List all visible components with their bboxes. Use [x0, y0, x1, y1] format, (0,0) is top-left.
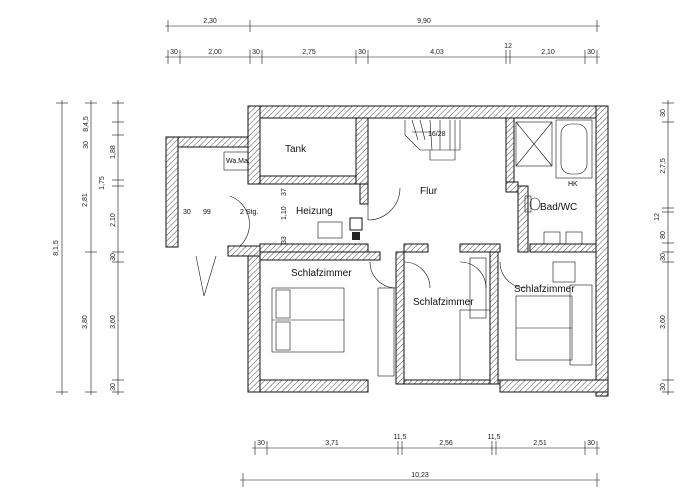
entry-dim: 99	[203, 209, 211, 216]
left-inner-dim: 1,75	[99, 176, 106, 190]
heating-unit	[352, 232, 360, 240]
top-row-dim: 30	[252, 49, 260, 56]
room-label-heizung: Heizung	[296, 206, 333, 217]
left-inner-dim: 1,88	[110, 145, 117, 159]
left-mid-dim: 2,81	[82, 193, 89, 207]
bottom-row-dim: 30	[587, 440, 595, 447]
washing-machine	[223, 151, 249, 171]
left-inner-dim: 2,10	[110, 213, 117, 227]
washbasins	[543, 231, 583, 245]
room-label-flur: Flur	[420, 186, 438, 197]
radiator-label: HK	[568, 181, 578, 188]
top-row-dim: 2,75	[302, 49, 316, 56]
boiler	[317, 221, 343, 239]
room-label-tank: Tank	[285, 144, 307, 155]
left-mid-dim: 3,80	[82, 315, 89, 329]
wardrobes	[377, 257, 593, 381]
heat-dim: 37	[281, 188, 288, 196]
bottom-row-dim: 11,5	[487, 434, 500, 441]
toilet	[524, 195, 541, 213]
right-dimension-lines: 30 2,7,5 12 80 30 3,60 30	[654, 100, 674, 395]
left-inner-dim: 30	[83, 141, 90, 149]
heat-dim: 33	[281, 236, 288, 244]
top-row-dim: 12	[504, 43, 512, 50]
bottom-dimension-lines: 30 3,71 11,5 2,56 11,5 2,51 30 10,23	[240, 434, 600, 487]
top-dim-2: 9,90	[417, 18, 431, 25]
bottom-row-dim: 30	[257, 440, 265, 447]
left-inner-dim: 30	[110, 383, 117, 391]
top-row-dim: 2,00	[208, 49, 222, 56]
top-row-dim: 30	[358, 49, 366, 56]
left-inner-dim: 3,60	[110, 315, 117, 329]
right-dim: 12	[654, 213, 661, 221]
room-label-schlafzimmer-2: Schlafzimmer	[413, 297, 474, 308]
left-outer-dim: 8,1,5	[53, 240, 60, 256]
bottom-total-dim: 10,23	[411, 472, 429, 479]
room-label-schlafzimmer-3: Schlafzimmer	[514, 284, 575, 295]
steps-label: 2 Stg.	[240, 209, 258, 216]
top-row-dim: 30	[170, 49, 178, 56]
left-inner-dim: 30	[110, 253, 117, 261]
right-dim: 2,7,5	[660, 158, 667, 174]
top-row-dim: 30	[587, 49, 595, 56]
bottom-row-dim: 3,71	[325, 440, 339, 447]
bathtub	[555, 119, 593, 179]
top-dim-1: 2,30	[203, 18, 217, 25]
washer-label: Wa.Ma.	[226, 158, 250, 165]
right-dim: 30	[660, 253, 667, 261]
left-dimension-lines: 8,1,5 2,81 3,80 8,4,5 30 1,88 1,75 2,10 …	[53, 100, 124, 395]
right-dim: 30	[660, 383, 667, 391]
heat-dim: 1,10	[281, 206, 288, 220]
entry-dim: 30	[183, 209, 191, 216]
bottom-row-dim: 11,5	[393, 434, 406, 441]
top-row-dim: 4,03	[430, 49, 444, 56]
walls	[165, 105, 609, 397]
top-dimension-lines: 2,30 9,90 30 2,00 30 2,75 30 4,03 12 2,1…	[165, 18, 600, 64]
room-label-bad-wc: Bad/WC	[540, 202, 577, 213]
heating-unit	[349, 217, 363, 231]
doors	[195, 187, 527, 297]
shower	[515, 121, 553, 167]
left-inner-dim: 8,4,5	[83, 116, 90, 132]
beds	[271, 287, 573, 361]
stairs-label: 16/28	[428, 131, 446, 138]
right-dim: 3,60	[660, 315, 667, 329]
top-row-dim: 2,10	[541, 49, 555, 56]
room-label-schlafzimmer-1: Schlafzimmer	[291, 268, 352, 279]
right-dim: 30	[660, 109, 667, 117]
bottom-row-dim: 2,56	[439, 440, 453, 447]
bottom-row-dim: 2,51	[533, 440, 547, 447]
right-dim: 80	[660, 231, 667, 239]
stairs	[404, 119, 461, 161]
